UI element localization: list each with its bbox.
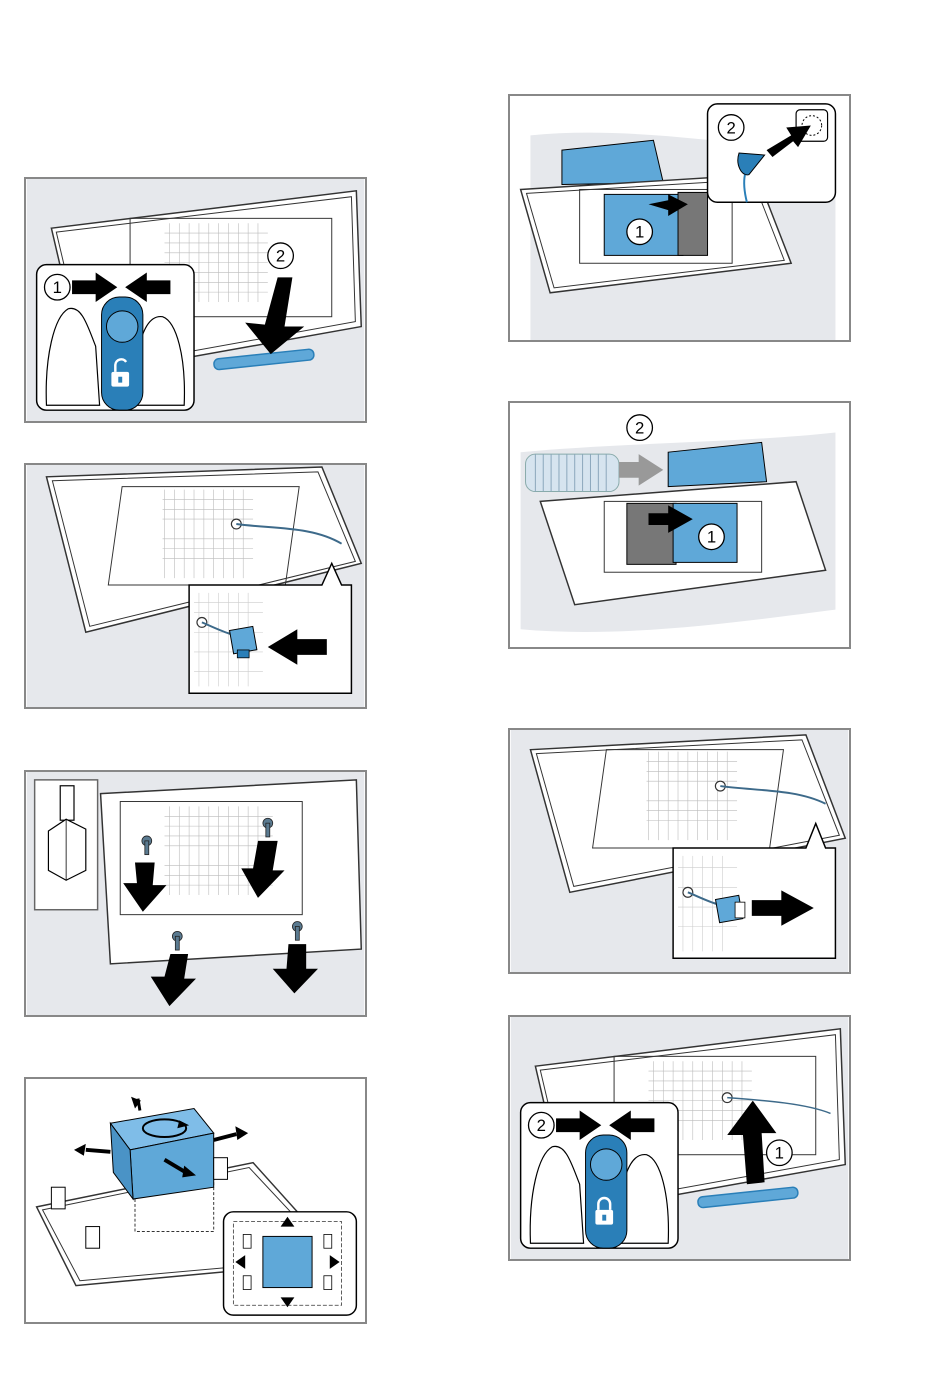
step-marker-2: 2 [268,243,294,269]
panel-step-left-2 [24,463,367,709]
illustration-remove-screws [26,772,365,1015]
svg-text:1: 1 [53,278,62,297]
panel-step-right-4: 1 2 [508,1015,851,1261]
panel-step-left-4 [24,1077,367,1324]
illustration-unlock-cover: 1 2 [26,179,365,421]
illustration-plug-in: 1 2 [510,96,849,340]
step-marker-1: 1 [627,219,653,245]
step-marker-1: 1 [699,524,725,550]
step-marker-2: 2 [627,415,653,441]
svg-text:1: 1 [635,223,644,242]
panel-step-left-3 [24,770,367,1017]
svg-text:2: 2 [276,247,285,266]
illustration-lock-cover: 1 2 [510,1017,849,1259]
svg-text:2: 2 [537,1116,546,1135]
duct-hose-icon [526,454,619,491]
step-marker-2: 2 [718,115,744,141]
illustration-disconnect-cable [26,465,365,707]
panel-step-right-1: 1 2 [508,94,851,342]
panel-step-left-1: 1 2 [24,177,367,423]
illustration-attach-duct: 1 2 [510,403,849,647]
step-marker-1: 1 [767,1140,793,1166]
panel-step-right-3 [508,728,851,974]
panel-step-right-2: 1 2 [508,401,851,649]
svg-text:1: 1 [707,528,716,547]
illustration-adjust-module [26,1079,365,1322]
step-marker-1: 1 [44,274,70,300]
svg-text:2: 2 [726,118,735,137]
svg-text:2: 2 [635,419,644,438]
illustration-connect-cable [510,730,849,972]
step-marker-2: 2 [528,1112,554,1138]
svg-text:1: 1 [775,1144,784,1163]
